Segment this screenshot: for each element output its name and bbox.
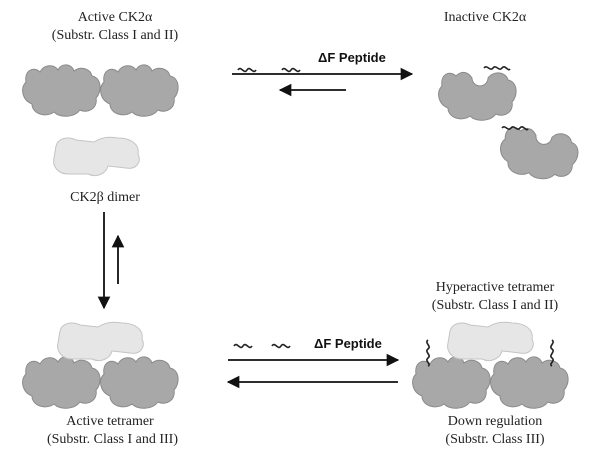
peptide-squiggle xyxy=(501,126,529,131)
down-regulation-subtitle: (Substr. Class III) xyxy=(445,432,545,447)
active-tetramer-subtitle: (Substr. Class I and III) xyxy=(46,432,179,447)
inactive-ck2a xyxy=(438,66,581,184)
hyperactive-title: Hyperactive tetramer xyxy=(435,280,555,295)
active-tetramer xyxy=(22,321,179,409)
active-tetramer-title: Active tetramer xyxy=(66,414,154,429)
vertical-equilibrium xyxy=(97,212,125,310)
peptide-label-top: ΔF Peptide xyxy=(318,50,386,65)
top-equilibrium xyxy=(232,67,414,97)
hyperactive-subtitle: (Substr. Class I and II) xyxy=(431,298,559,313)
peptide-label-bottom: ΔF Peptide xyxy=(314,336,382,351)
peptide-squiggle xyxy=(483,66,511,71)
ck2b-dimer-label: CK2β dimer xyxy=(70,190,140,205)
peptide-squiggle xyxy=(426,339,430,367)
peptide-squiggle xyxy=(237,67,257,73)
ck2b-dimer xyxy=(53,136,140,177)
active-ck2a-title: Active CK2α xyxy=(77,10,153,25)
peptide-squiggle xyxy=(281,67,301,73)
bottom-equilibrium xyxy=(226,343,400,389)
active-ck2a-pair xyxy=(22,64,179,117)
peptide-squiggle xyxy=(271,343,291,349)
peptide-squiggle xyxy=(233,343,253,349)
down-regulation-title: Down regulation xyxy=(447,414,543,429)
peptide-squiggle xyxy=(550,339,554,367)
hyperactive-tetramer xyxy=(412,321,569,409)
active-ck2a-subtitle: (Substr. Class I and II) xyxy=(51,28,179,43)
inactive-ck2a-title: Inactive CK2α xyxy=(443,10,527,25)
